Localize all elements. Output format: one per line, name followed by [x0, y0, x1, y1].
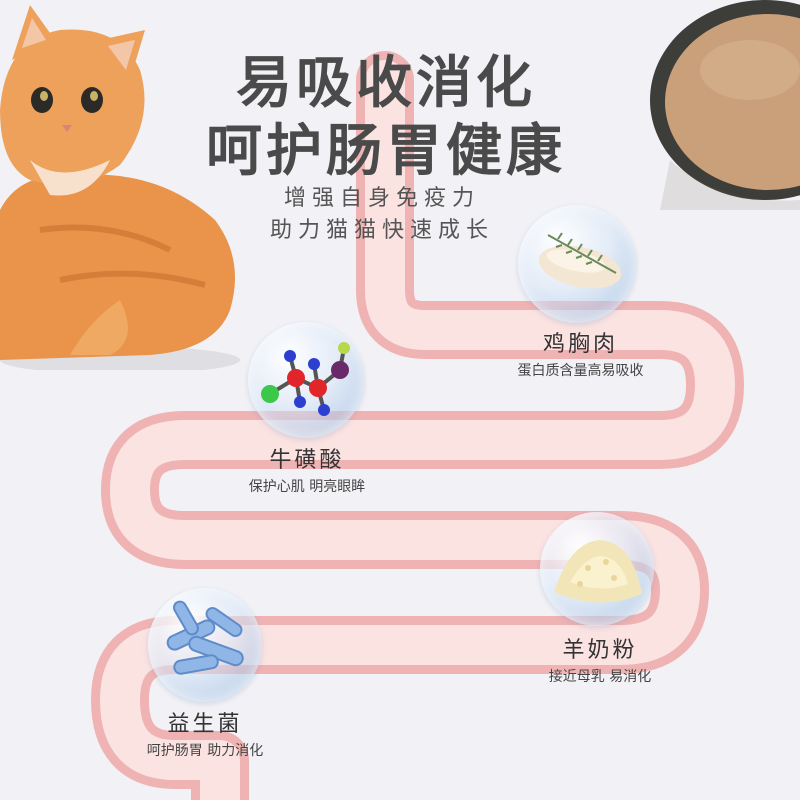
- chicken-breast-icon: [538, 232, 622, 289]
- headline-line-1: 易吸收消化: [236, 51, 536, 116]
- food-bowl-image: [650, 0, 800, 210]
- ingredient-desc: 蛋白质含量高易吸收: [517, 363, 644, 379]
- subheadline-line-2: 助力猫猫快速成长: [269, 218, 494, 243]
- taurine-bubble: [248, 322, 364, 438]
- chicken-breast-bubble: [518, 205, 636, 323]
- orange-cat-image: [0, 5, 240, 370]
- ingredient-label-milk: 羊奶粉 接近母乳 易消化: [515, 632, 685, 686]
- probiotics-bubble: [148, 588, 262, 702]
- ingredient-desc: 保护心肌 明亮眼眸: [248, 479, 366, 495]
- ingredient-name: 牛磺酸: [269, 448, 345, 473]
- milk-powder-bubble: [540, 512, 654, 626]
- ingredient-desc: 呵护肠胃 助力消化: [146, 743, 264, 759]
- milk-powder-icon: [554, 540, 642, 603]
- subheadline-line-1: 增强自身免疫力: [283, 186, 480, 211]
- ingredient-name: 益生菌: [167, 712, 243, 737]
- ingredient-label-chicken: 鸡胸肉 蛋白质含量高易吸收: [488, 326, 673, 380]
- bacteria-icon: [166, 600, 244, 675]
- ingredient-name: 羊奶粉: [562, 638, 638, 663]
- ingredient-label-taurine: 牛磺酸 保护心肌 明亮眼眸: [212, 442, 402, 496]
- molecule-icon: [261, 342, 350, 416]
- headline-line-2: 呵护肠胃健康: [206, 119, 566, 184]
- ingredient-name: 鸡胸肉: [542, 332, 618, 357]
- ingredient-desc: 接近母乳 易消化: [548, 669, 652, 685]
- ingredient-label-probiotics: 益生菌 呵护肠胃 助力消化: [110, 706, 300, 760]
